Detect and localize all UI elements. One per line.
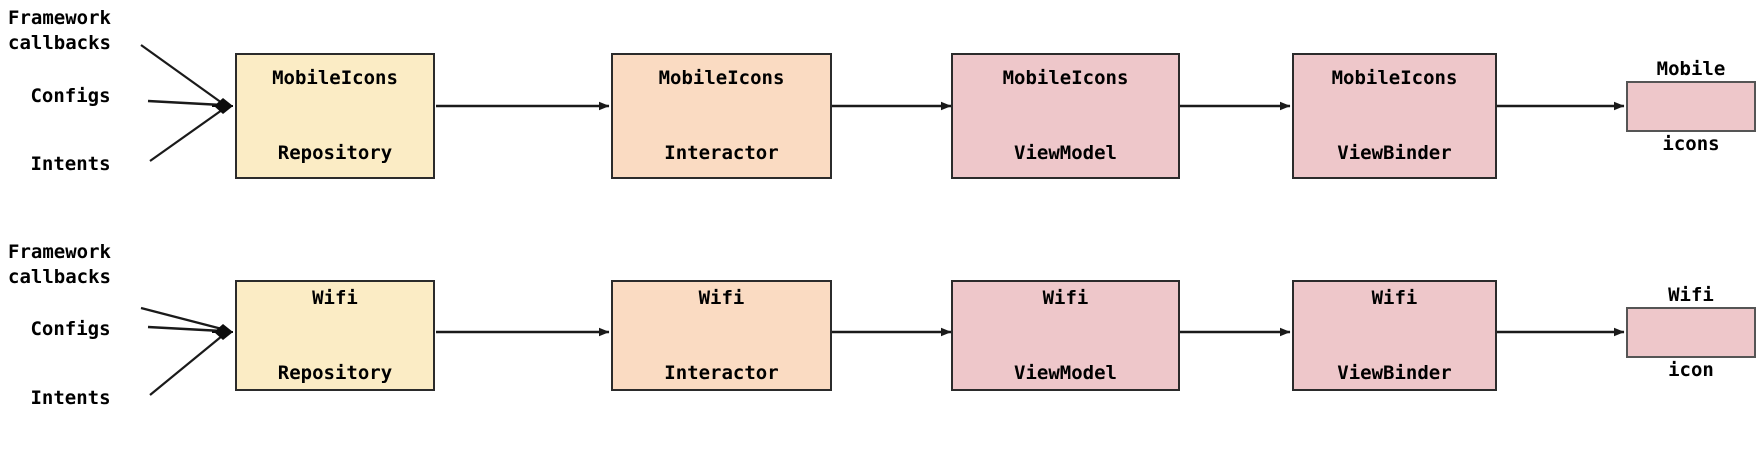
input-label-intents-row2: Intents [30,387,111,409]
node-mobileicons-viewmodel-line1: MobileIcons [1002,67,1129,89]
node-mobile-icons-output-line2: icons [1662,132,1720,155]
input-label-configs-row2: Configs [30,318,111,340]
node-wifi-icon-output[interactable]: Wifi icon [1626,284,1756,381]
node-wifi-viewbinder-line1: Wifi [1371,286,1418,309]
node-mobileicons-interactor[interactable]: MobileIcons Interactor [611,53,832,179]
input-label-framework-callbacks-row1: Framework callbacks [8,7,111,54]
node-wifi-icon-output-line1: Wifi [1668,283,1714,306]
node-wifi-viewmodel-line1: Wifi [1042,286,1089,309]
input-label-configs-row1: Configs [30,85,111,107]
node-wifi-viewmodel-line2: ViewModel [1014,361,1117,384]
node-mobileicons-viewmodel-line2: ViewModel [1014,142,1117,164]
node-wifi-interactor-line1: Wifi [698,286,745,309]
node-mobileicons-interactor-line1: MobileIcons [658,67,785,89]
node-wifi-repository[interactable]: Wifi Repository [235,280,435,391]
node-mobileicons-interactor-line2: Interactor [664,142,779,164]
node-wifi-viewbinder-line2: ViewBinder [1337,361,1452,384]
node-mobileicons-viewbinder-line2: ViewBinder [1337,142,1452,164]
row1-input-connectors [140,44,233,162]
node-wifi-icon-output-line2: icon [1668,358,1714,381]
node-mobileicons-repository[interactable]: MobileIcons Repository [235,53,435,179]
node-mobileicons-viewbinder[interactable]: MobileIcons ViewBinder [1292,53,1497,179]
node-wifi-viewmodel[interactable]: Wifi ViewModel [951,280,1180,391]
node-mobileicons-viewmodel[interactable]: MobileIcons ViewModel [951,53,1180,179]
input-label-intents-row1: Intents [30,153,111,175]
node-mobileicons-repository-line2: Repository [277,142,393,164]
node-wifi-repository-line2: Repository [277,361,393,384]
node-mobile-icons-output-line1: Mobile [1656,57,1726,80]
node-wifi-interactor[interactable]: Wifi Interactor [611,280,832,391]
node-mobileicons-viewbinder-line1: MobileIcons [1331,67,1458,89]
node-wifi-viewbinder[interactable]: Wifi ViewBinder [1292,280,1497,391]
input-label-framework-callbacks-row2: Framework callbacks [8,241,111,288]
row2-input-connectors [140,306,233,396]
node-mobile-icons-output[interactable]: Mobile icons [1626,58,1756,155]
node-wifi-interactor-line2: Interactor [664,361,779,384]
node-wifi-repository-line1: Wifi [312,286,358,309]
node-mobileicons-repository-line1: MobileIcons [272,67,398,89]
